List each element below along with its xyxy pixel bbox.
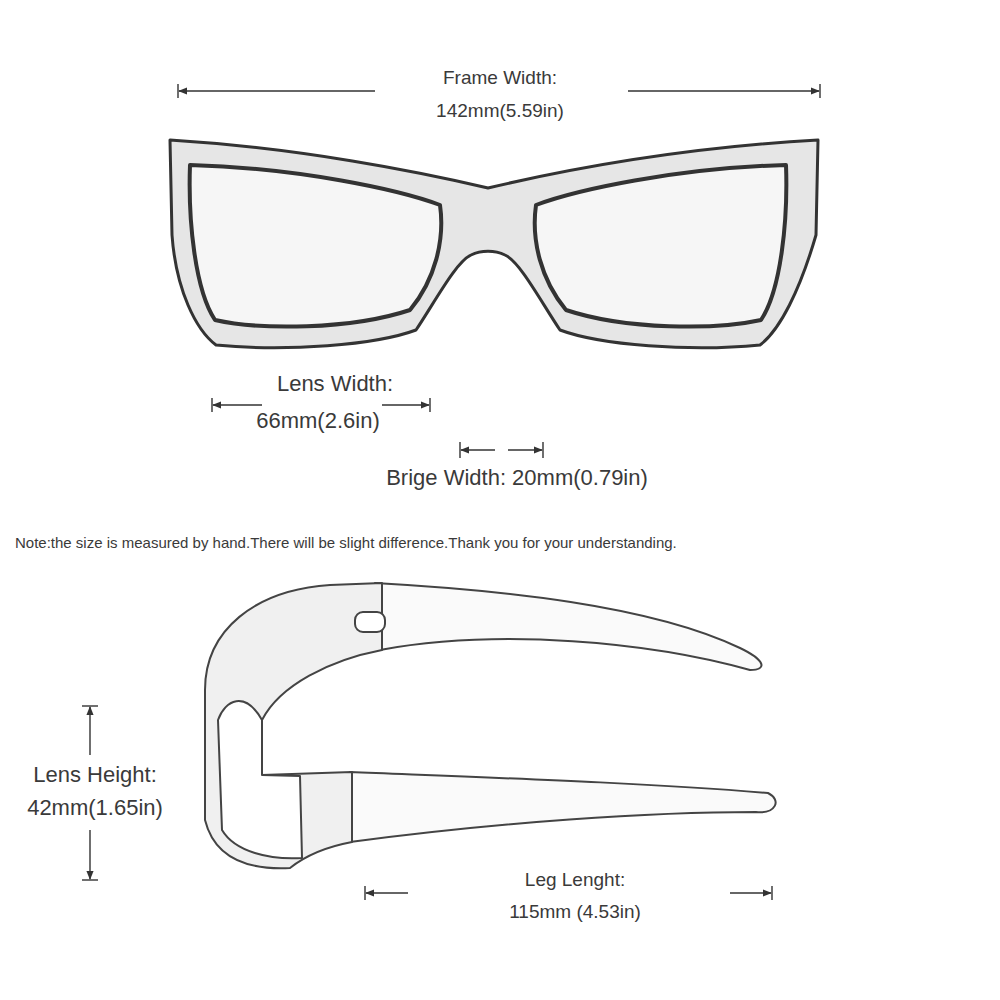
dimension-title: Frame Width: bbox=[443, 67, 557, 89]
dimension-label: Brige Width: 20mm(0.79in) bbox=[386, 465, 648, 490]
dimension-title: Lens Width: bbox=[277, 371, 393, 396]
front-view bbox=[170, 140, 818, 348]
dimension-value: 42mm(1.65in) bbox=[27, 795, 163, 820]
note-text: Note:the size is measured by hand.There … bbox=[15, 534, 677, 551]
dimension-value: 142mm(5.59in) bbox=[436, 100, 564, 122]
dimension-title: Lens Height: bbox=[33, 762, 157, 787]
dimension-lines bbox=[82, 84, 820, 900]
side-view bbox=[205, 583, 776, 868]
dimension-title: Leg Lenght: bbox=[525, 869, 625, 891]
dimension-value: 66mm(2.6in) bbox=[256, 408, 379, 433]
dimension-value: 115mm (4.53in) bbox=[509, 901, 641, 923]
